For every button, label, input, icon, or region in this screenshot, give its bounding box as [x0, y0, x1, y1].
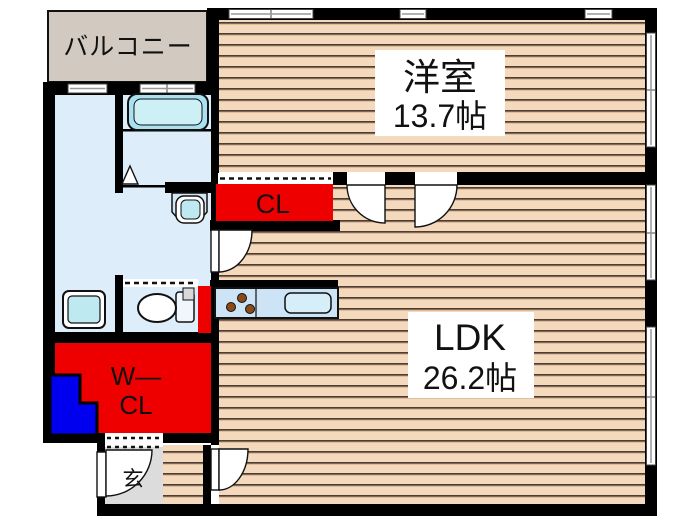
vanity-basin-bowl: [180, 199, 201, 220]
western-room-label-box: [375, 50, 505, 136]
wall-bathroom-left: [115, 93, 123, 193]
window-glass-lines: [70, 13, 652, 463]
wcl-label-line1: W—: [111, 361, 162, 391]
wall-washroom-right-lower: [211, 272, 219, 445]
door-entrance-leaf: [96, 451, 107, 498]
sliding-doors: [105, 173, 333, 449]
wall-mid-a: [333, 172, 347, 185]
fixtures: [62, 93, 339, 329]
closet-strip: [198, 286, 211, 333]
toilet-lid-box: [182, 287, 195, 301]
wall-wcl-bottom-left: [43, 433, 105, 443]
toilet-bowl: [137, 293, 177, 323]
washer-pan-inner: [67, 295, 101, 324]
pipe-space: [48, 373, 99, 437]
swing-doors: [96, 164, 458, 498]
balcony-label: バルコニー: [63, 33, 193, 61]
western-room-size: 13.7帖: [393, 98, 487, 134]
stove-burner: [245, 304, 255, 314]
stove-burner: [226, 302, 236, 312]
wall-wcl-bottom-right: [163, 433, 219, 443]
wall-closet-bottom: [210, 220, 340, 231]
door-bathroom-triangle: [120, 164, 140, 185]
western-room-name: 洋室: [403, 57, 477, 98]
door-ldk-leaf: [210, 448, 220, 491]
ldk-name: LDK: [434, 317, 506, 358]
corridor-floor: [163, 445, 203, 504]
closet-label: CL: [256, 189, 291, 219]
stove-burner: [237, 293, 247, 303]
wall-washroom-right-upper: [211, 93, 219, 230]
wall-corridor-right: [203, 445, 211, 508]
kitchen-sink: [284, 292, 332, 314]
ldk-size: 26.2帖: [423, 360, 517, 396]
balcony-area: [47, 10, 208, 83]
door-washroom-leaf: [210, 229, 220, 273]
entrance-label: 玄: [123, 468, 144, 491]
bathroom-threshold: [123, 185, 167, 188]
wall-left: [43, 82, 55, 443]
wall-balcony-right: [207, 10, 219, 84]
wcl-label-line2: CL: [119, 390, 152, 420]
ldk-label-box: [408, 312, 534, 398]
wall-kitchen-back: [210, 280, 338, 288]
door-western-left: [346, 184, 386, 224]
wall-mid-b: [385, 172, 415, 185]
wall-washroom-bottom: [43, 332, 219, 343]
door-entrance-arc: [105, 449, 153, 497]
toilet-folding-door: [123, 279, 198, 287]
door-opening: [415, 172, 457, 185]
door-washroom-arc: [218, 229, 253, 273]
door-opening: [347, 172, 385, 185]
bathtub-inner: [133, 98, 203, 126]
door-ldk-arc: [218, 448, 249, 491]
wall-top: [207, 8, 657, 20]
closet-cl: [216, 184, 333, 221]
wall-mid-c: [457, 172, 647, 185]
wall-bathroom-bottom: [165, 182, 211, 193]
wall-bottom: [97, 504, 657, 516]
wall-toilet-left: [115, 275, 123, 332]
door-western-right: [414, 184, 458, 228]
